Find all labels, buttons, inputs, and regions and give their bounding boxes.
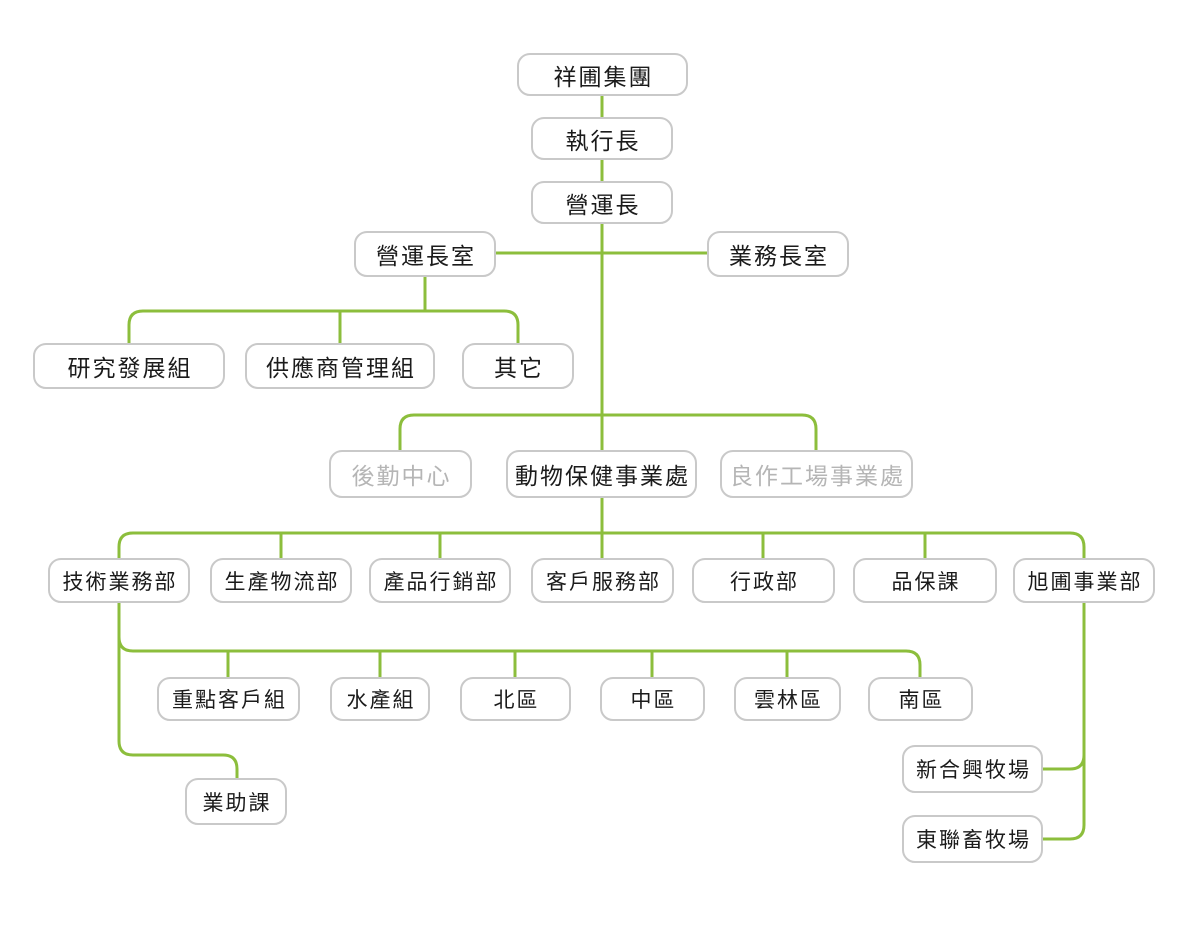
connector-xupu-trunk-to-donglian — [1043, 603, 1086, 841]
connector-region-bus — [117, 636, 922, 677]
node-xupu-business-dept: 旭圃事業部 — [1013, 558, 1155, 603]
node-key-accounts-team: 重點客戶組 — [157, 677, 300, 721]
node-animal-health-division: 動物保健事業處 — [506, 450, 697, 498]
node-logistics-center: 後勤中心 — [329, 450, 472, 498]
node-coo: 營運長 — [531, 181, 673, 224]
node-yunlin-region: 雲林區 — [734, 677, 841, 721]
node-central-region: 中區 — [600, 677, 705, 721]
connector-xinhexing-branch — [1043, 754, 1086, 771]
connector-tech-sales-trunk-to-assistant — [117, 603, 239, 778]
node-supplier-mgmt-team: 供應商管理組 — [245, 343, 435, 389]
node-technical-sales-dept: 技術業務部 — [48, 558, 190, 603]
node-admin-dept: 行政部 — [692, 558, 835, 603]
node-others: 其它 — [462, 343, 574, 389]
node-product-marketing-dept: 產品行銷部 — [369, 558, 511, 603]
node-xiangpu-group: 祥圃集團 — [517, 53, 688, 96]
connector-division-bus — [398, 413, 818, 450]
node-liangzuo-factory-division: 良作工場事業處 — [720, 450, 913, 498]
node-sales-assistant-section: 業助課 — [185, 778, 287, 825]
node-donglian-farm: 東聯畜牧場 — [902, 815, 1043, 863]
node-ceo: 執行長 — [531, 117, 673, 160]
node-production-logistics-dept: 生產物流部 — [210, 558, 352, 603]
node-coo-office: 營運長室 — [354, 231, 496, 277]
connector-coo-office-bus — [127, 309, 520, 343]
node-xinhexing-farm: 新合興牧場 — [902, 745, 1043, 793]
node-customer-service-dept: 客戶服務部 — [531, 558, 674, 603]
node-north-region: 北區 — [460, 677, 571, 721]
node-sales-office: 業務長室 — [707, 231, 849, 277]
node-rd-team: 研究發展組 — [33, 343, 225, 389]
node-qa-section: 品保課 — [853, 558, 997, 603]
node-aquaculture-team: 水產組 — [330, 677, 430, 721]
node-south-region: 南區 — [868, 677, 973, 721]
